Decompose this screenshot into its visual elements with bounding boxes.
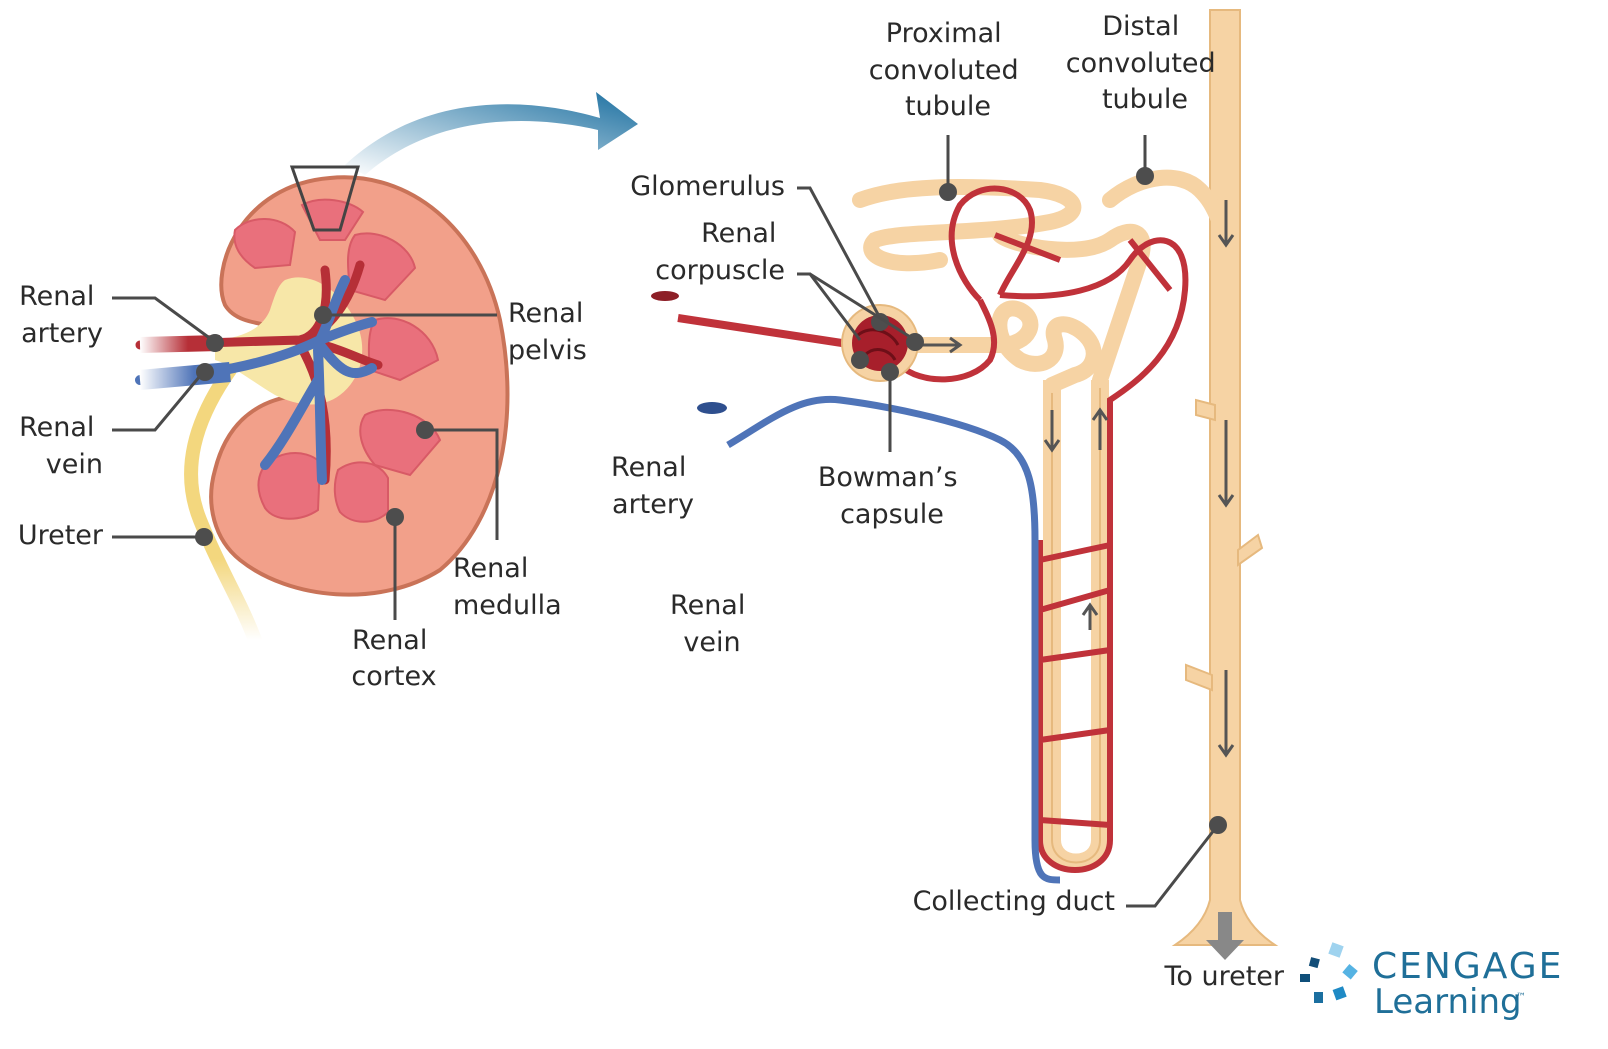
label-collecting-duct: Collecting duct	[913, 886, 1115, 917]
label-renal-artery-left: Renal artery	[19, 281, 103, 349]
label-to-ureter: To ureter	[1163, 961, 1284, 992]
zoom-arrow	[345, 92, 638, 175]
logo-text-learning: Learning	[1374, 982, 1522, 1022]
logo-trademark: ™	[1516, 992, 1526, 1003]
label-glomerulus: Glomerulus	[630, 171, 785, 202]
label-proximal-convoluted-tubule: Proximal convoluted tubule	[869, 18, 1028, 122]
label-renal-corpuscle: Renal corpuscle	[655, 218, 785, 286]
label-renal-artery-right: Renal artery	[611, 452, 695, 520]
label-renal-cortex: Renal cortex	[351, 625, 436, 692]
kidney	[140, 92, 638, 640]
label-ureter: Ureter	[18, 520, 104, 551]
logo-text-cengage: CENGAGE	[1372, 946, 1563, 987]
cengage-logo-mark	[1300, 942, 1358, 1003]
label-distal-convoluted-tubule: Distal convoluted tubule	[1066, 11, 1225, 115]
label-bowmans-capsule: Bowman’s capsule	[818, 462, 966, 530]
loop-of-henle	[1052, 380, 1100, 863]
cengage-logo: CENGAGE Learning ™	[1300, 942, 1563, 1022]
label-renal-medulla: Renal medulla	[453, 553, 562, 621]
label-renal-vein-left: Renal vein	[19, 412, 103, 480]
label-renal-vein-right: Renal vein	[670, 590, 754, 658]
label-renal-pelvis: Renal pelvis	[508, 298, 592, 366]
